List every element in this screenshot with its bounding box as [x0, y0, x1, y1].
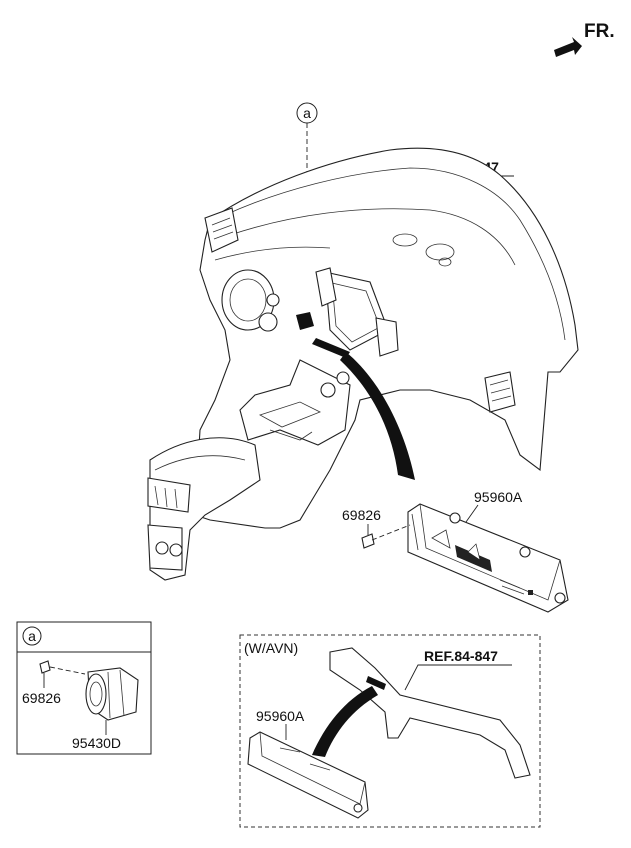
avn-ref-label: REF.84-847: [424, 648, 498, 664]
main-screw: 69826: [342, 507, 411, 549]
marker-a-top: a: [296, 102, 318, 124]
switch-main-leader: [465, 504, 479, 523]
dashboard-illustration: [147, 147, 579, 581]
switch-avn-label: 95960A: [256, 708, 305, 724]
screw-detail-label: 69826: [22, 690, 61, 706]
detail-box-a: a 69826 95430D: [16, 621, 152, 755]
switch-main-label: 95960A: [474, 489, 523, 505]
detail-switch-label: 95430D: [72, 735, 121, 751]
avn-pointer-wedge: [312, 686, 378, 757]
avn-ref-leader: [404, 664, 512, 691]
front-arrow-icon: [554, 37, 582, 57]
avn-group-label: (W/AVN): [244, 640, 298, 656]
front-direction-indicator: FR.: [554, 21, 615, 57]
marker-a-top-label: a: [303, 105, 311, 121]
main-switch-assembly: [407, 503, 569, 613]
front-label: FR.: [584, 21, 615, 42]
marker-a-box-label: a: [28, 628, 36, 644]
avn-variant-box: (W/AVN) REF.84-847 95960A: [239, 634, 541, 828]
main-pointer-wedge: [340, 352, 415, 480]
start-button-shape: [296, 312, 314, 330]
screw-main-label: 69826: [342, 507, 381, 523]
